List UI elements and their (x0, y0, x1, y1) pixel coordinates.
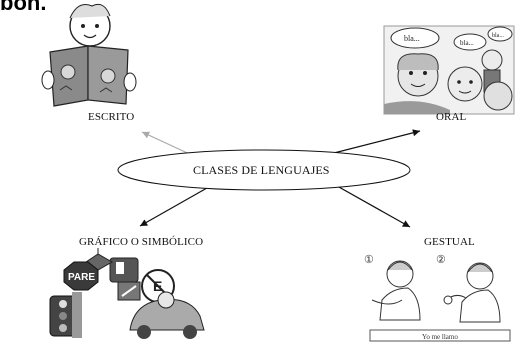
center-ellipse (117, 149, 411, 191)
arrow-to-oral (329, 129, 421, 155)
bubble-text-2: bla... (460, 39, 474, 47)
arrow-to-gestual (329, 181, 411, 228)
label-gestual: GESTUAL (424, 236, 475, 248)
label-escrito: ESCRITO (88, 111, 135, 123)
label-grafico: GRÁFICO O SIMBÓLICO (79, 236, 204, 248)
traffic-signs-icon (49, 248, 205, 339)
gesture-step-2: ② (436, 254, 446, 266)
bubble-text-1: bla... (404, 34, 420, 43)
bubble-text-3: bla... (492, 33, 504, 39)
child-reading-book-icon (41, 3, 137, 107)
label-center: CLASES DE LENGUAJES (193, 163, 330, 177)
pare-sign-text: PARE (68, 272, 95, 283)
arrow-to-grafico (139, 183, 215, 227)
gesture-caption: Yo me llamo (422, 333, 458, 341)
label-oral: ORAL (436, 111, 467, 123)
sign-language-icon (369, 260, 511, 342)
e-sign-text: E (153, 278, 162, 294)
gesture-step-1: ① (364, 254, 374, 266)
cropped-header-text: bon. (0, 0, 47, 15)
children-talking-icon (383, 25, 515, 115)
